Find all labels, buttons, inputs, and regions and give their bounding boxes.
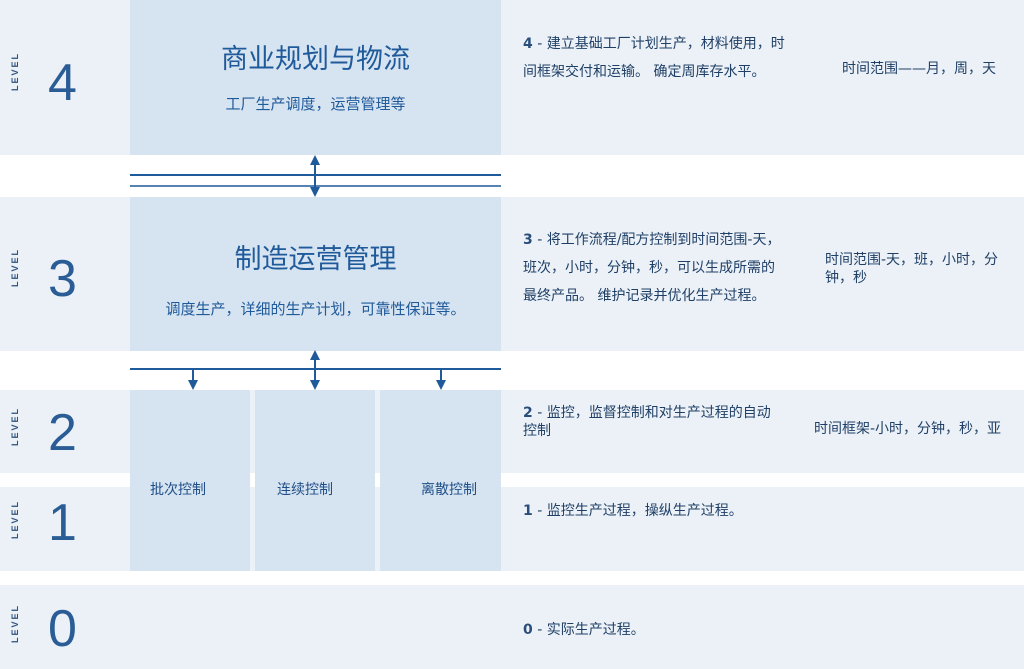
level-0-desc-num: 0 (523, 622, 533, 638)
level-0-description: 0 - 实际生产过程。 (523, 622, 645, 638)
level-3-number: 3 (48, 250, 77, 308)
level-4-desc-text: 建立基础工厂计划生产，材料使用，时间框架交付和运输。 确定周库存水平。 (523, 36, 785, 80)
level-1-description: 1 - 监控生产过程，操纵生产过程。 (523, 503, 743, 519)
discrete-control-label: 离散控制 (421, 482, 477, 498)
level-2-desc-text: 监控，监督控制和对生产过程的自动控制 (523, 405, 771, 439)
level-3-description: 3 - 将工作流程/配方控制到时间范围-天，班次，小时，分钟，秒，可以生成所需的… (523, 232, 781, 304)
manufacturing-operations-title: 制造运营管理 (234, 244, 397, 275)
level-4-description: 4 - 建立基础工厂计划生产，材料使用，时间框架交付和运输。 确定周库存水平。 (523, 36, 785, 80)
business-planning-box: 商业规划与物流 工厂生产调度，运营管理等 (130, 0, 501, 155)
discrete-control-box (380, 390, 501, 571)
level-4-number: 4 (48, 54, 77, 112)
continuous-control-box (255, 390, 375, 571)
level-1-desc-text: 监控生产过程，操纵生产过程。 (546, 503, 743, 519)
level-0-number: 0 (48, 600, 77, 658)
level-1-desc-num: 1 (523, 503, 533, 519)
continuous-control-label: 连续控制 (277, 482, 333, 498)
level-3-time-range: 时间范围-天，班，小时，分钟，秒 (825, 252, 999, 286)
business-planning-title: 商业规划与物流 (221, 44, 410, 75)
level-4-time-range: 时间范围——月，周，天 (842, 61, 996, 77)
business-planning-subtitle: 工厂生产调度，运营管理等 (225, 95, 406, 113)
batch-control-label: 批次控制 (150, 482, 206, 498)
manufacturing-operations-subtitle: 调度生产，详细的生产计划，可靠性保证等。 (165, 300, 466, 318)
level-0-desc-text: 实际生产过程。 (546, 622, 645, 638)
level-2-description: 2 - 监控，监督控制和对生产过程的自动控制 (523, 405, 771, 439)
level-2-desc-num: 2 (523, 405, 533, 421)
level-4-desc-num: 4 (523, 36, 533, 52)
level-2-number: 2 (48, 404, 77, 462)
level-1-number: 1 (48, 494, 77, 552)
level-3-desc-num: 3 (523, 232, 533, 248)
batch-control-box (130, 390, 250, 571)
level-2-time-range: 时间框架-小时，分钟，秒，亚 (814, 421, 1002, 437)
level-3-desc-text: 将工作流程/配方控制到时间范围-天，班次，小时，分钟，秒，可以生成所需的最终产品… (523, 232, 781, 304)
level-0-band (0, 585, 1024, 669)
manufacturing-operations-box: 制造运营管理 调度生产，详细的生产计划，可靠性保证等。 (130, 197, 501, 351)
